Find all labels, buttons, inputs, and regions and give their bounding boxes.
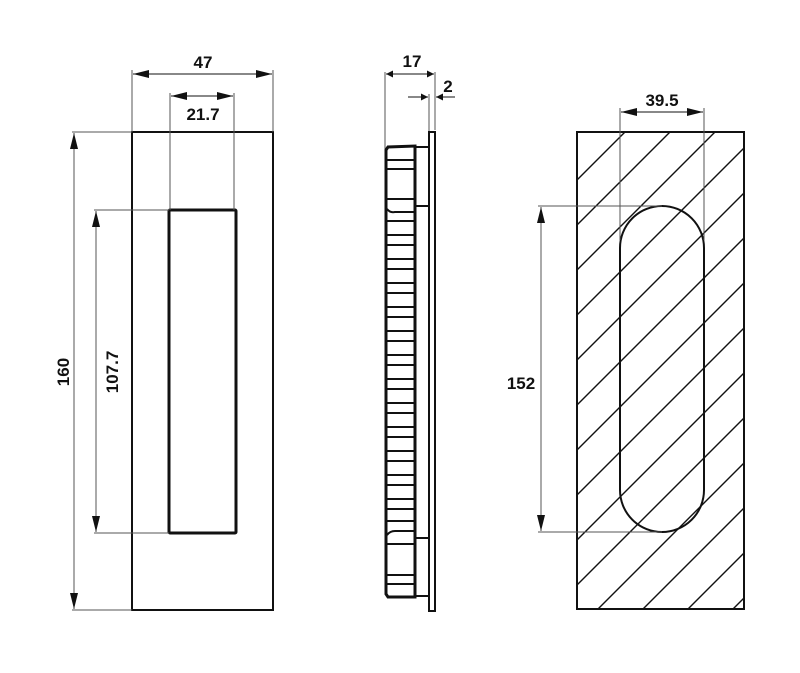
dim-label-107-7: 107.7 xyxy=(103,351,122,394)
cutout-slot xyxy=(619,205,705,533)
cutout-view: 39.5 152 xyxy=(507,91,745,610)
dim-label-21-7: 21.7 xyxy=(186,105,219,124)
cutout-block-outline xyxy=(576,131,745,610)
ribbed-body xyxy=(384,144,417,599)
side-view: 17 2 xyxy=(384,52,455,612)
front-view: 47 21.7 160 107.7 xyxy=(54,53,274,611)
handle-recess-outline xyxy=(167,208,238,535)
dim-label-152: 152 xyxy=(507,374,535,393)
dim-label-39-5: 39.5 xyxy=(645,91,678,110)
dim-label-17: 17 xyxy=(403,52,422,71)
handle-plate-outline xyxy=(131,131,274,611)
dim-label-2: 2 xyxy=(443,77,452,96)
dim-label-160: 160 xyxy=(54,358,73,386)
hatch-pattern xyxy=(577,132,744,609)
dim-label-47: 47 xyxy=(194,53,213,72)
